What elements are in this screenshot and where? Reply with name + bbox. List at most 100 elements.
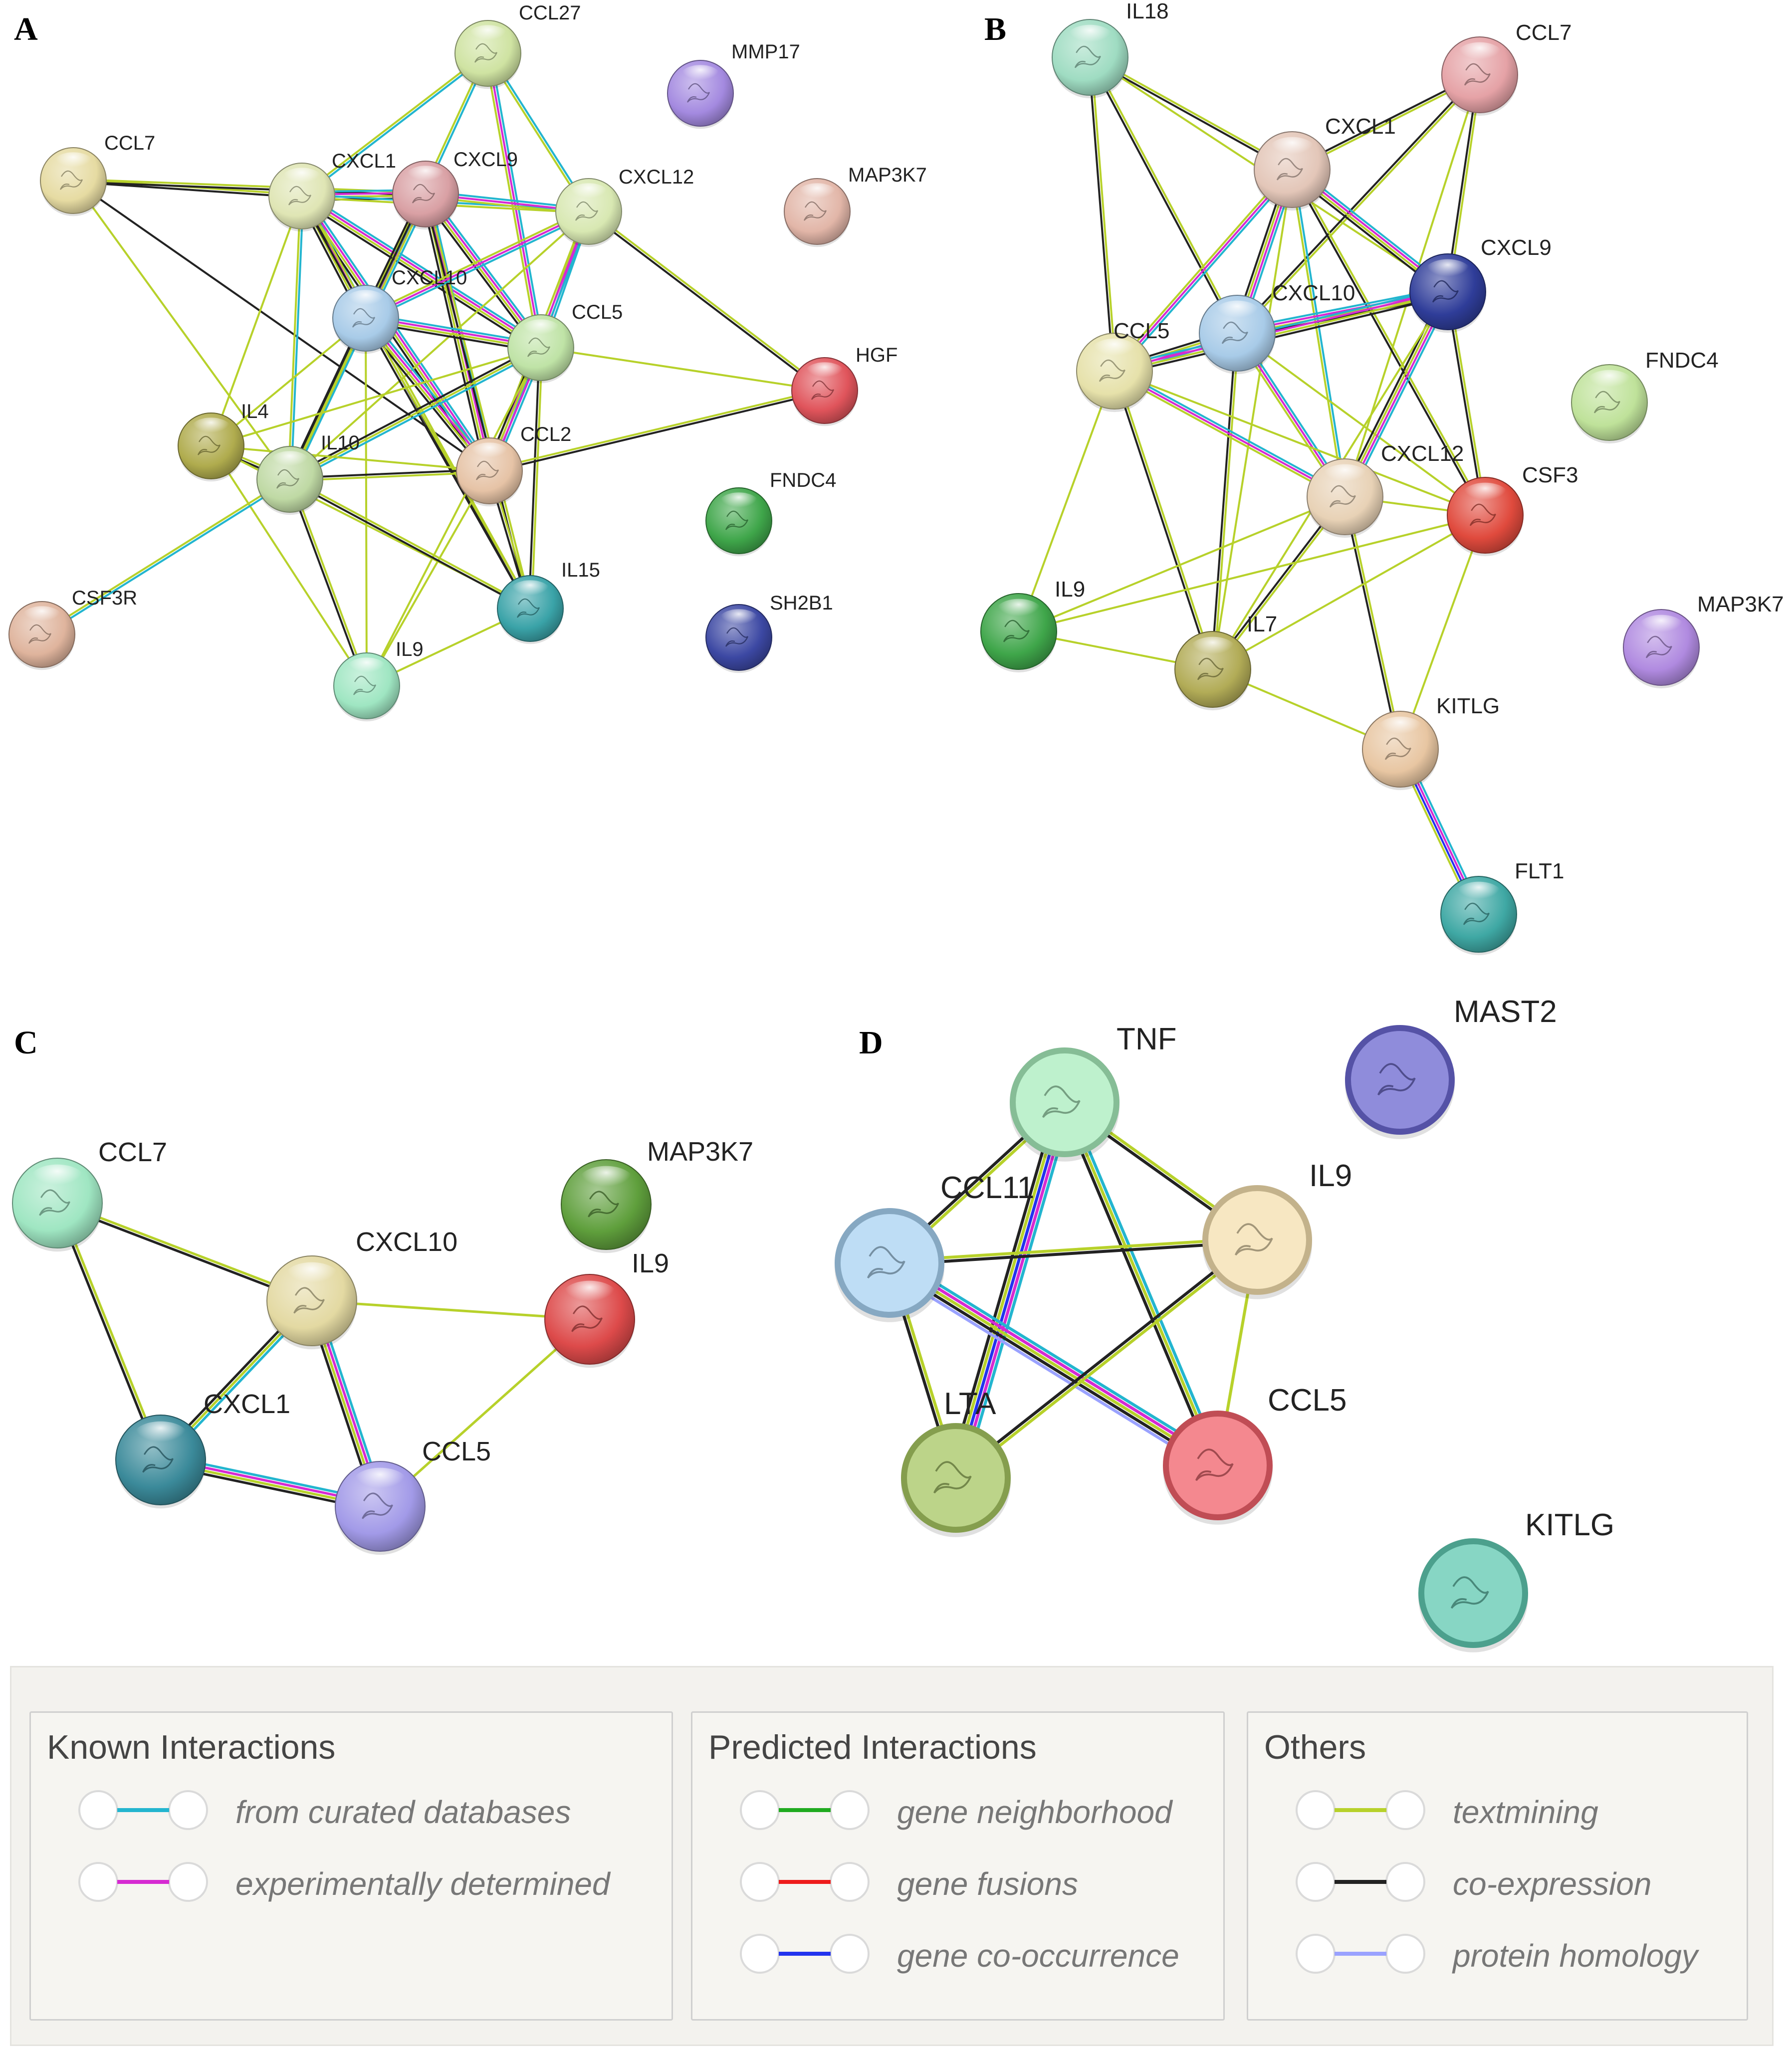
edge-experimental-tnf-lta <box>958 1102 1070 1481</box>
node-ccl7[interactable]: CCL7 <box>1441 20 1572 116</box>
legend-item-label: textmining <box>1453 1794 1598 1830</box>
node-cxcl1[interactable]: CXCL1 <box>115 1389 290 1509</box>
edge-textmining-il10-il15 <box>289 477 532 609</box>
node-tnf[interactable]: TNF <box>1010 1022 1177 1162</box>
node-ccl7[interactable]: CCL7 <box>40 132 155 216</box>
node-highlight <box>405 166 446 189</box>
panel-letter: B <box>984 11 1006 47</box>
node-hgf[interactable]: HGF <box>791 344 897 426</box>
edge-coexpression-tnf-ccl5 <box>1060 1102 1216 1468</box>
node-lta[interactable]: LTA <box>901 1387 1011 1537</box>
node-il9[interactable]: IL9 <box>980 577 1085 673</box>
edge-textmining-cxcl9-il15 <box>426 193 533 610</box>
edge-coexpression-cxcl12-hgf <box>587 211 825 393</box>
edge-coexpression-cxcl10-il15 <box>363 318 530 611</box>
node-mmp17[interactable]: MMP17 <box>667 41 800 129</box>
node-fndc4[interactable]: FNDC4 <box>705 469 836 557</box>
node-cxcl10[interactable]: CXCL10 <box>332 267 467 354</box>
node-il9[interactable]: IL9 <box>1202 1159 1352 1299</box>
node-circle <box>1418 1538 1528 1648</box>
node-csf3r[interactable]: CSF3R <box>8 587 137 670</box>
node-label: MAST2 <box>1454 995 1557 1029</box>
node-cxcl1[interactable]: CXCL1 <box>268 150 396 232</box>
node-il9[interactable]: IL9 <box>333 638 424 722</box>
node-cxcl12[interactable]: CXCL12 <box>1307 441 1464 538</box>
node-label: CCL2 <box>520 423 571 445</box>
edge-coexpression-cxcl1-ccl5 <box>298 198 540 352</box>
node-ccl5[interactable]: CCL5 <box>1076 319 1170 412</box>
edge-coexpression-il18-ccl5 <box>1088 56 1115 373</box>
protein-structure-icon <box>1234 1223 1273 1256</box>
node-highlight <box>1376 716 1424 743</box>
edge-textmining-ccl5-il4 <box>210 347 542 447</box>
node-label: CXCL12 <box>1381 441 1464 466</box>
node-cxcl9[interactable]: CXCL9 <box>392 149 518 230</box>
node-label: MAP3K7 <box>1697 592 1784 616</box>
node-highlight <box>1321 464 1369 490</box>
node-fndc4[interactable]: FNDC4 <box>1571 348 1719 444</box>
node-highlight <box>133 1421 189 1452</box>
node-ccl27[interactable]: CCL27 <box>454 2 581 89</box>
node-il9[interactable]: IL9 <box>544 1248 669 1368</box>
node-il7[interactable]: IL7 <box>1174 612 1277 711</box>
node-il10[interactable]: IL10 <box>256 432 360 515</box>
node-ccl5[interactable]: CCL5 <box>507 301 623 384</box>
node-cxcl12[interactable]: CXCL12 <box>555 166 694 247</box>
node-map3k7[interactable]: MAP3K7 <box>784 164 927 247</box>
legend-item-label: from curated databases <box>235 1794 571 1830</box>
node-map3k7[interactable]: MAP3K7 <box>1623 592 1784 689</box>
edge-textmining-cxcl1-cxcl12 <box>1290 169 1345 498</box>
node-label: MAP3K7 <box>848 164 927 186</box>
edge-group <box>40 51 827 687</box>
node-ccl5[interactable]: CCL5 <box>335 1437 491 1555</box>
node-kitlg[interactable]: KITLG <box>1418 1508 1614 1652</box>
node-csf3[interactable]: CSF3 <box>1447 463 1578 557</box>
node-il4[interactable]: IL4 <box>178 401 269 482</box>
edge-coexpression-ccl7-cxcl1 <box>72 181 303 199</box>
edge-textmining-ccl7-cxcl1 <box>57 1201 164 1461</box>
node-ccl5[interactable]: CCL5 <box>1163 1383 1347 1525</box>
node-cxcl9[interactable]: CXCL9 <box>1409 235 1552 333</box>
node-kitlg[interactable]: KITLG <box>1362 694 1500 791</box>
node-cxcl1[interactable]: CXCL1 <box>1254 114 1396 211</box>
edge-textmining-ccl7-cxcl10 <box>1237 74 1482 335</box>
edge-textmining-ccl2-hgf <box>488 388 826 471</box>
node-circle <box>1010 1047 1120 1157</box>
node-highlight <box>562 1280 618 1311</box>
edge-experimental-cxcl1-ccl2 <box>302 194 492 471</box>
node-ccl11[interactable]: CCL11 <box>835 1171 1034 1322</box>
node-highlight <box>53 152 94 175</box>
node-highlight <box>1585 370 1633 396</box>
node-il15[interactable]: IL15 <box>497 559 600 644</box>
edge-textmining-ccl5-il7 <box>1115 370 1215 670</box>
legend-item-label: gene co-occurrence <box>897 1938 1179 1974</box>
edge-experimental-cxcl1-ccl5 <box>1114 169 1293 372</box>
node-label: IL9 <box>632 1248 669 1278</box>
node-sh2b1[interactable]: SH2B1 <box>705 592 833 673</box>
edge-textmining-tnf-lta <box>950 1099 1063 1478</box>
node-flt1[interactable]: FLT1 <box>1440 859 1564 956</box>
edge-textmining-cxcl10-csf3 <box>1236 332 1486 516</box>
node-cxcl10[interactable]: CXCL10 <box>1199 281 1355 375</box>
edge-curated-ccl5-cxcl9 <box>1113 286 1448 368</box>
protein-structure-icon <box>867 1246 905 1279</box>
edge-textmining-cxcl10-il9 <box>365 317 368 687</box>
legend-group-title: Known Interactions <box>47 1728 336 1766</box>
node-ccl2[interactable]: CCL2 <box>456 423 571 507</box>
edge-textmining-cxcl1-il10 <box>287 195 302 480</box>
node-label: CCL27 <box>519 2 581 24</box>
edge-textmining-ccl2-il4 <box>210 445 490 472</box>
node-ccl7[interactable]: CCL7 <box>12 1137 167 1252</box>
node-cxcl10[interactable]: CXCL10 <box>266 1227 457 1350</box>
node-map3k7[interactable]: MAP3K7 <box>561 1137 753 1253</box>
edge-curated-ccl27-ccl5 <box>489 52 545 349</box>
node-label: CXCL10 <box>392 267 467 289</box>
node-label: CXCL1 <box>332 150 396 172</box>
node-il18[interactable]: IL18 <box>1052 0 1169 99</box>
edge-curated-tnf-ccl5 <box>1066 1099 1223 1466</box>
edge-textmining-cxcl10-il15 <box>366 316 533 609</box>
node-mast2[interactable]: MAST2 <box>1345 995 1557 1139</box>
node-label: CXCL12 <box>619 166 694 188</box>
node-label: TNF <box>1117 1022 1177 1056</box>
